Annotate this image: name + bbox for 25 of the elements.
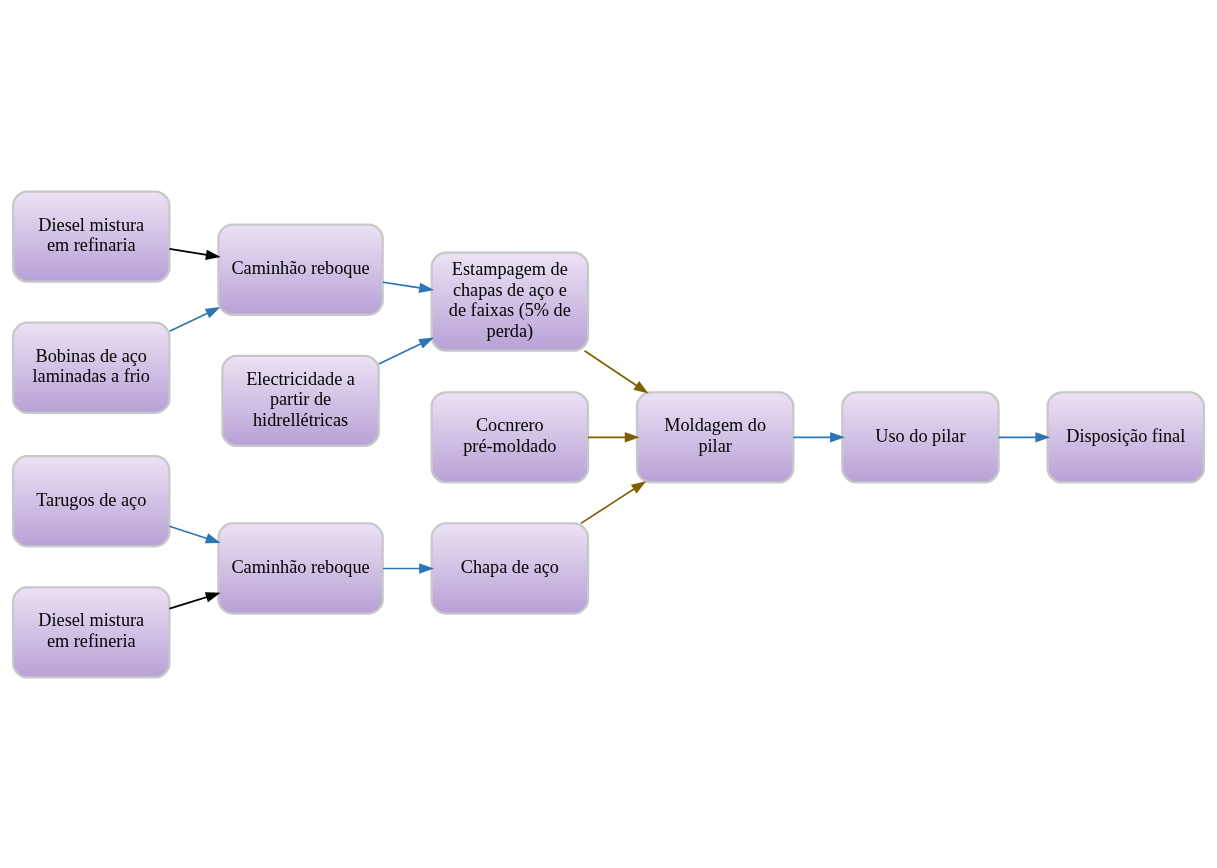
node-box: Chapa de aço [430,521,590,615]
node-box: Disposição final [1046,390,1205,484]
node-box: Tarugos de aço [12,454,171,547]
node-box: Caminhão reboque [217,521,384,615]
node-box: Estampagem de chapas de aço e de faixas (5% de perda) [430,250,590,352]
node-box: Uso do pilar [841,390,1000,484]
node-box: Caminhão reboque [217,223,384,316]
node-box: Diesel mistura em refinaria [12,189,171,283]
arrow [382,562,435,574]
arrow [168,247,221,260]
node-box: Diesel mistura em refineria [12,585,171,679]
node-box: Bobinas de aço laminadas a frio [12,321,171,414]
arrow [382,280,434,293]
node-box: Cocnrero pré-moldado [430,390,590,484]
arrow [168,524,221,543]
arrow [997,431,1051,443]
arrow [168,591,221,609]
arrow [792,431,845,443]
arrow [168,306,221,332]
arrow [377,336,434,365]
node-box: Electricidade a partir de hidrellétricas [221,354,380,447]
arrow [583,349,649,394]
arrow [587,431,640,443]
arrow [580,480,647,524]
node-box: Moldagem do pilar [635,390,795,484]
